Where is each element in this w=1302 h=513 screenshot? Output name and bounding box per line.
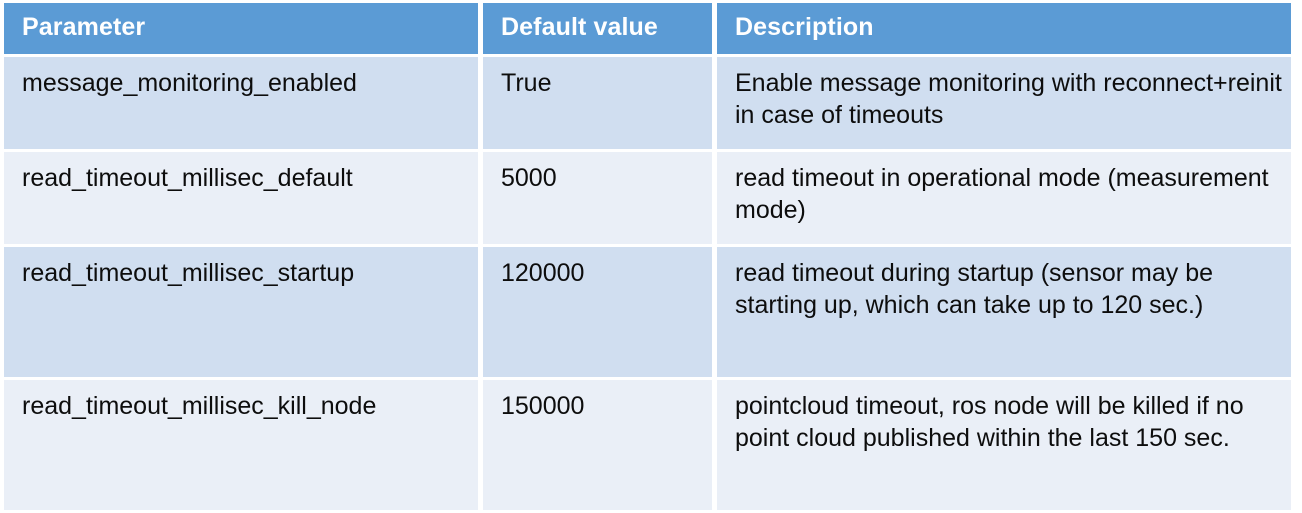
cell-parameter: read_timeout_millisec_startup [4,246,478,377]
column-header-description: Description [717,3,1291,54]
table-row: read_timeout_millisec_default 5000 read … [4,151,1291,244]
cell-description: read timeout during startup (sensor may … [717,246,1291,377]
table-body: message_monitoring_enabled True Enable m… [4,56,1291,510]
cell-parameter: read_timeout_millisec_kill_node [4,379,478,510]
cell-default-value: 150000 [483,379,712,510]
table-header: Parameter Default value Description [4,3,1291,54]
table-row: read_timeout_millisec_startup 120000 rea… [4,246,1291,377]
cell-default-value: True [483,56,712,149]
table-row: read_timeout_millisec_kill_node 150000 p… [4,379,1291,510]
cell-parameter: message_monitoring_enabled [4,56,478,149]
cell-description: read timeout in operational mode (measur… [717,151,1291,244]
cell-default-value: 5000 [483,151,712,244]
column-header-parameter: Parameter [4,3,478,54]
parameter-table-container: Parameter Default value Description mess… [4,3,1296,510]
cell-default-value: 120000 [483,246,712,377]
column-header-default-value: Default value [483,3,712,54]
table-row: message_monitoring_enabled True Enable m… [4,56,1291,149]
table-header-row: Parameter Default value Description [4,3,1291,54]
cell-description: pointcloud timeout, ros node will be kil… [717,379,1291,510]
cell-parameter: read_timeout_millisec_default [4,151,478,244]
cell-description: Enable message monitoring with reconnect… [717,56,1291,149]
